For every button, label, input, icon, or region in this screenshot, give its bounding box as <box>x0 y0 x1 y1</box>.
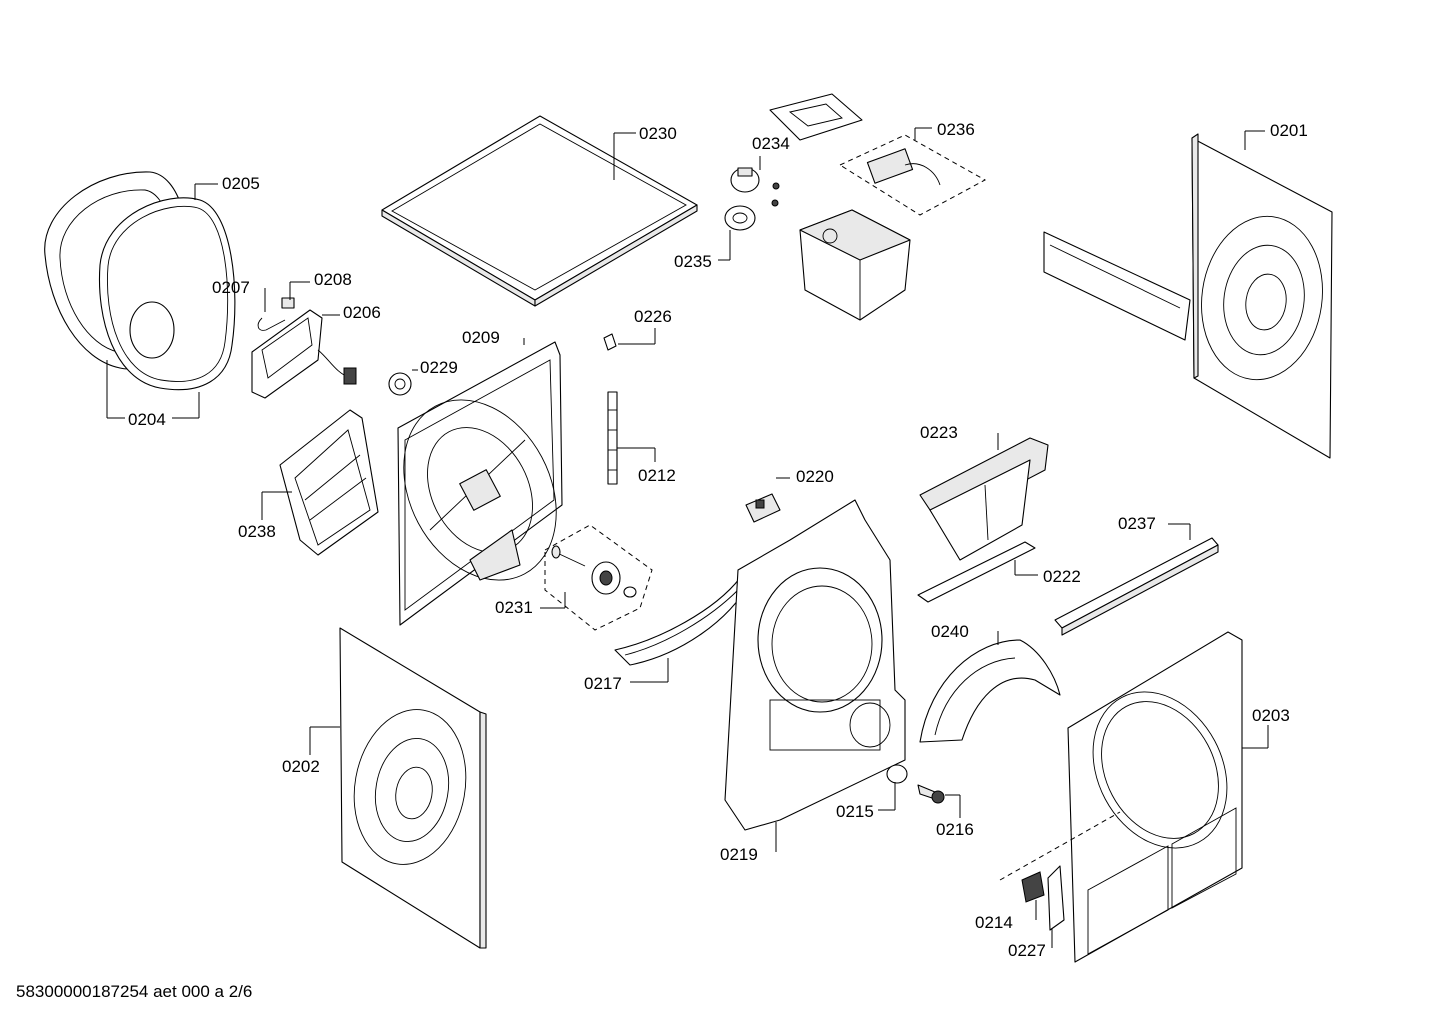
part-0231-pulley-kit[interactable] <box>540 524 653 631</box>
part-0209-rear-panel[interactable] <box>374 338 587 626</box>
label-0209: 0209 <box>462 328 500 347</box>
label-0202: 0202 <box>282 757 320 776</box>
label-0231: 0231 <box>495 598 533 617</box>
label-0203: 0203 <box>1252 706 1290 725</box>
label-0222: 0222 <box>1043 567 1081 586</box>
part-0230-top-cover[interactable] <box>381 115 698 307</box>
label-0207: 0207 <box>212 278 250 297</box>
label-0219: 0219 <box>720 845 758 864</box>
label-0238: 0238 <box>238 522 276 541</box>
label-0208: 0208 <box>314 270 352 289</box>
part-0240-air-duct[interactable] <box>919 631 1061 743</box>
label-0217: 0217 <box>584 674 622 693</box>
label-0204: 0204 <box>128 410 166 429</box>
label-0226: 0226 <box>634 307 672 326</box>
label-0240: 0240 <box>931 622 969 641</box>
part-0229-clamp[interactable] <box>388 369 418 396</box>
label-0237: 0237 <box>1118 514 1156 533</box>
label-0206: 0206 <box>343 303 381 322</box>
part-0226-clip[interactable] <box>603 328 656 351</box>
part-0212-rail[interactable] <box>607 391 656 485</box>
label-0227: 0227 <box>1008 941 1046 960</box>
part-housing-box[interactable] <box>799 209 911 321</box>
label-0215: 0215 <box>836 802 874 821</box>
label-0236: 0236 <box>937 120 975 139</box>
part-0238-duct[interactable] <box>261 409 379 556</box>
part-0234-0235-motor[interactable] <box>718 156 780 261</box>
label-0212: 0212 <box>638 466 676 485</box>
part-0223-lint-filter[interactable] <box>919 433 1049 561</box>
part-0201-side-panel[interactable] <box>1191 130 1333 459</box>
label-0205: 0205 <box>222 174 260 193</box>
label-0201: 0201 <box>1270 121 1308 140</box>
label-0234: 0234 <box>752 134 790 153</box>
label-0235: 0235 <box>674 252 712 271</box>
part-0215-0216-fittings[interactable] <box>878 764 961 818</box>
part-0237-strip[interactable] <box>1054 523 1219 636</box>
part-0219-bulkhead[interactable] <box>724 499 906 852</box>
label-0229: 0229 <box>420 358 458 377</box>
part-0204-0205-seals[interactable] <box>44 171 236 419</box>
part-0236-cable-kit[interactable] <box>769 93 987 216</box>
label-0216: 0216 <box>936 820 974 839</box>
part-0222-seal[interactable] <box>917 541 1038 603</box>
label-0214: 0214 <box>975 913 1013 932</box>
label-0220: 0220 <box>796 467 834 486</box>
document-id: 58300000187254 aet 000 a 2/6 <box>16 982 253 1001</box>
part-0214-0227-door-catch[interactable] <box>999 811 1121 948</box>
part-0202-side-panel[interactable] <box>309 627 487 949</box>
part-0220-switch[interactable] <box>745 477 790 523</box>
part-control-bracket[interactable] <box>1043 231 1191 341</box>
label-0223: 0223 <box>920 423 958 442</box>
part-0203-front-panel[interactable] <box>1067 631 1269 963</box>
part-0206-module[interactable] <box>251 281 357 399</box>
label-0230: 0230 <box>639 124 677 143</box>
